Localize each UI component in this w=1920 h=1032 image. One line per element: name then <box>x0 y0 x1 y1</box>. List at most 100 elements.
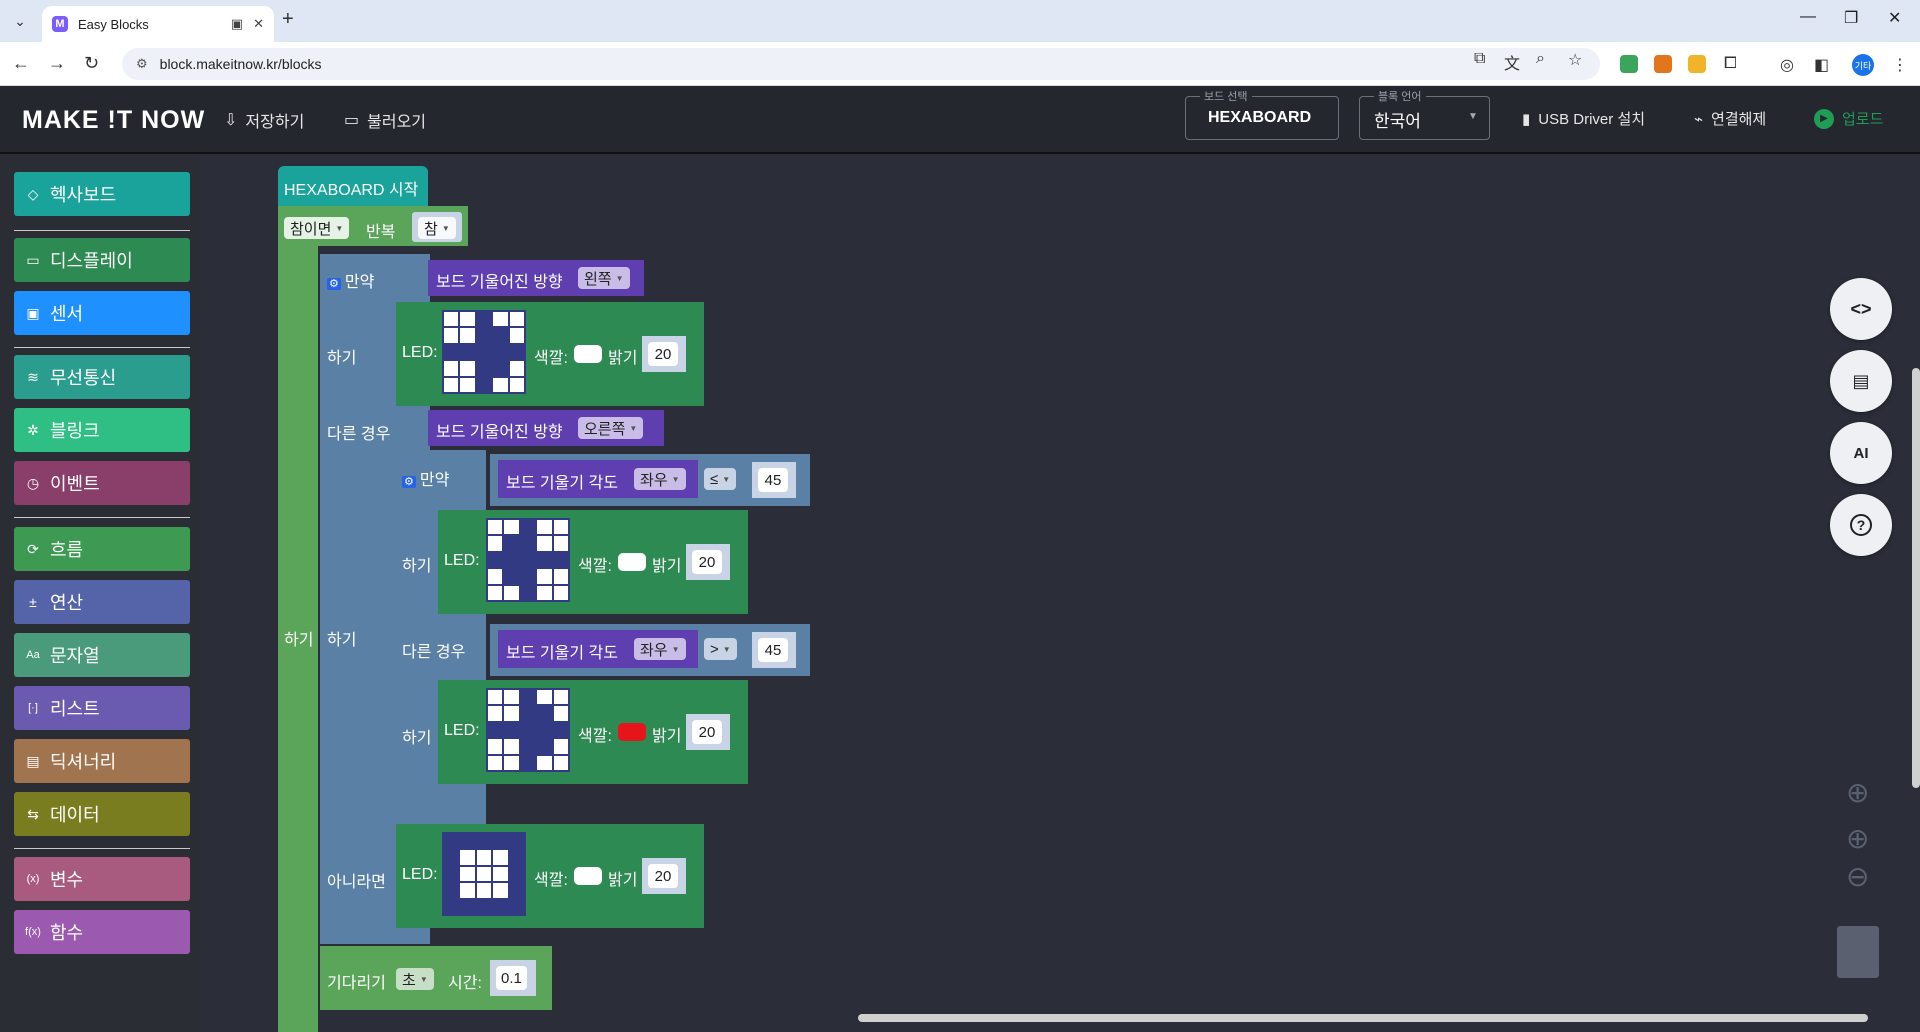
extension-brush-icon[interactable] <box>1688 55 1706 73</box>
led-cell[interactable] <box>509 850 524 865</box>
disconnect-button[interactable]: ⌁ 연결해제 <box>1694 108 1766 129</box>
forward-icon[interactable]: → <box>48 53 66 73</box>
angle-input[interactable]: 45 <box>758 638 788 662</box>
save-button[interactable]: ⇩ 저장하기 <box>224 108 304 132</box>
led-cell[interactable] <box>520 569 536 584</box>
led-cell[interactable] <box>537 569 552 584</box>
led-cell[interactable] <box>509 328 524 343</box>
led-cell[interactable] <box>520 690 536 705</box>
led-cell[interactable] <box>504 739 519 754</box>
block-workspace[interactable]: HEXABOARD 시작 참이면▼ 반복 참▼ 하기 ⚙만약 하기 다른 경우 … <box>200 156 1920 1032</box>
led-cell[interactable] <box>553 585 568 600</box>
performance-icon[interactable]: ◎ <box>1780 57 1794 74</box>
browser-tab[interactable]: M Easy Blocks ▣ ✕ <box>42 6 274 42</box>
led-cell[interactable] <box>460 850 475 865</box>
led-cell[interactable] <box>537 739 552 754</box>
led-cell[interactable] <box>488 755 503 770</box>
minimize-icon[interactable]: — <box>1800 8 1816 25</box>
led-cell[interactable] <box>493 344 508 360</box>
led-cell[interactable] <box>509 361 524 376</box>
led-cell[interactable] <box>520 585 536 600</box>
category-wireless[interactable]: ≋무선통신 <box>14 355 190 399</box>
led-cell[interactable] <box>509 866 524 882</box>
led-cell[interactable] <box>493 312 508 327</box>
led-cell[interactable] <box>537 690 552 705</box>
led-cell[interactable] <box>509 344 524 360</box>
color-swatch[interactable] <box>574 345 602 363</box>
extension-green-icon[interactable] <box>1620 55 1638 73</box>
reload-icon[interactable]: ↻ <box>84 53 100 73</box>
axis-dropdown[interactable]: 좌우▼ <box>634 638 686 660</box>
led-cell[interactable] <box>537 722 552 738</box>
led-cell[interactable] <box>444 328 459 343</box>
brightness-input[interactable]: 20 <box>648 342 678 366</box>
led-cell[interactable] <box>509 883 524 898</box>
led-cell[interactable] <box>476 883 492 898</box>
bookmark-star-icon[interactable]: ☆ <box>1568 52 1583 69</box>
code-view-button[interactable]: <> <box>1830 278 1892 340</box>
category-display[interactable]: ▭디스플레이 <box>14 238 190 282</box>
category-function[interactable]: f(x)함수 <box>14 910 190 954</box>
tab-close-icon[interactable]: ✕ <box>253 16 264 31</box>
led-matrix[interactable] <box>442 310 526 394</box>
tab-media-icon[interactable]: ▣ <box>230 16 244 31</box>
led-cell[interactable] <box>553 536 568 551</box>
led-cell[interactable] <box>504 706 519 721</box>
led-cell[interactable] <box>460 361 475 376</box>
led-cell[interactable] <box>460 883 475 898</box>
led-cell[interactable] <box>488 722 503 738</box>
led-cell[interactable] <box>509 377 524 392</box>
led-cell[interactable] <box>520 520 536 535</box>
led-cell[interactable] <box>520 536 536 551</box>
ai-button[interactable]: AI <box>1830 422 1892 484</box>
category-sensor[interactable]: ▣센서 <box>14 291 190 335</box>
url-input[interactable]: ⚙ block.makeitnow.kr/blocks <box>122 48 1600 80</box>
angle-input[interactable]: 45 <box>758 468 788 492</box>
led-cell[interactable] <box>504 755 519 770</box>
close-window-icon[interactable]: ✕ <box>1888 10 1902 27</box>
led-cell[interactable] <box>444 312 459 327</box>
led-cell[interactable] <box>509 899 524 914</box>
led-cell[interactable] <box>504 585 519 600</box>
led-cell[interactable] <box>444 883 459 898</box>
led-cell[interactable] <box>488 739 503 754</box>
led-matrix[interactable] <box>442 832 526 916</box>
led-cell[interactable] <box>553 552 568 568</box>
led-cell[interactable] <box>537 585 552 600</box>
led-cell[interactable] <box>493 834 508 849</box>
time-input[interactable]: 0.1 <box>496 966 527 990</box>
zoom-out-icon[interactable]: ⊖ <box>1846 861 1870 892</box>
led-cell[interactable] <box>460 312 475 327</box>
led-cell[interactable] <box>444 344 459 360</box>
led-cell[interactable] <box>504 722 519 738</box>
console-button[interactable]: ▤ <box>1830 350 1892 412</box>
led-cell[interactable] <box>553 520 568 535</box>
operator-dropdown[interactable]: ≤▼ <box>704 468 737 490</box>
board-select[interactable]: 보드 선택 HEXABOARD <box>1185 88 1339 140</box>
led-cell[interactable] <box>553 722 568 738</box>
horizontal-scrollbar[interactable] <box>858 1014 1868 1022</box>
led-cell[interactable] <box>493 850 508 865</box>
led-cell[interactable] <box>553 690 568 705</box>
led-cell[interactable] <box>476 328 492 343</box>
category-blink[interactable]: ✲블링크 <box>14 408 190 452</box>
led-matrix[interactable] <box>486 518 570 602</box>
led-cell[interactable] <box>493 377 508 392</box>
led-cell[interactable] <box>488 585 503 600</box>
led-cell[interactable] <box>476 834 492 849</box>
led-cell[interactable] <box>488 569 503 584</box>
brightness-input[interactable]: 20 <box>692 550 722 574</box>
axis-dropdown[interactable]: 좌우▼ <box>634 468 686 490</box>
profile-avatar[interactable]: 기타 <box>1852 54 1874 76</box>
led-cell[interactable] <box>504 536 519 551</box>
color-swatch[interactable] <box>618 553 646 571</box>
translate-icon[interactable]: 文 <box>1504 56 1521 73</box>
led-cell[interactable] <box>537 552 552 568</box>
led-cell[interactable] <box>537 520 552 535</box>
led-cell[interactable] <box>476 899 492 914</box>
led-cell[interactable] <box>444 377 459 392</box>
category-data[interactable]: ⇆데이터 <box>14 792 190 836</box>
vertical-scrollbar[interactable] <box>1912 368 1920 788</box>
led-cell[interactable] <box>444 899 459 914</box>
